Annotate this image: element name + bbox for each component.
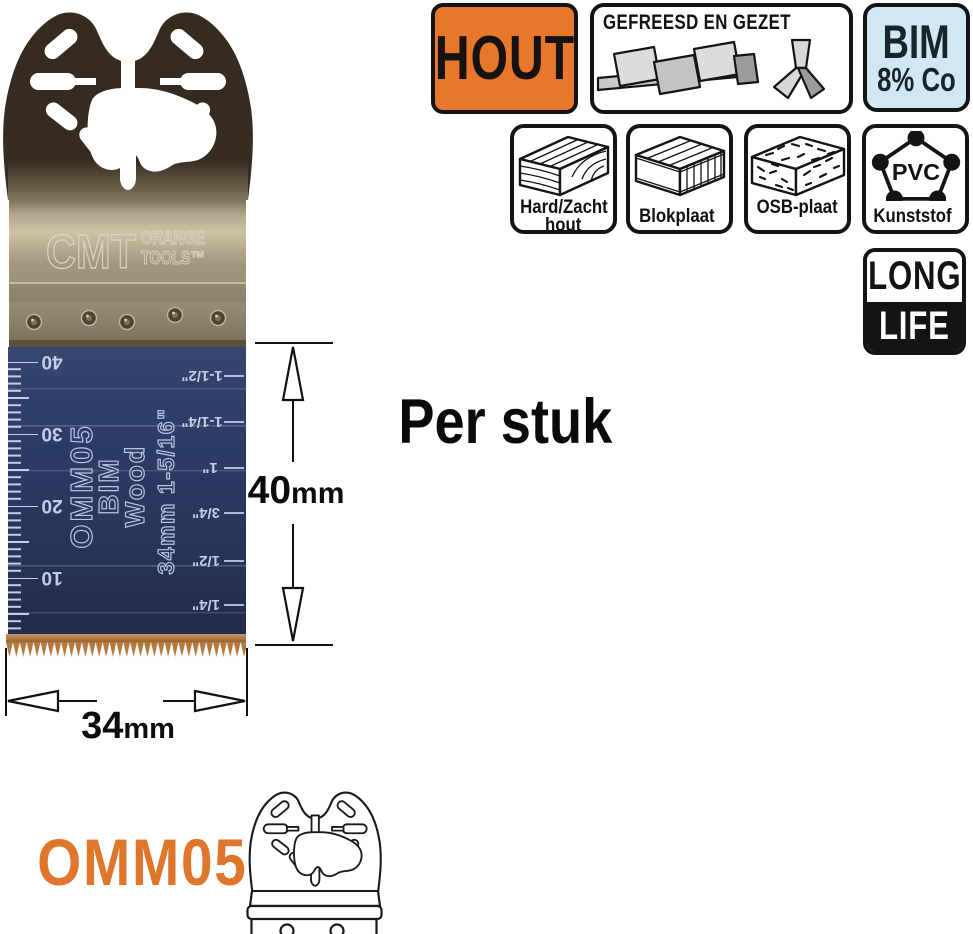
brand-cmt: CMT	[46, 226, 136, 279]
mm-mark-10: 10	[41, 567, 62, 588]
badge-gefreesd-label: GEFREESD EN GEZET	[603, 11, 791, 34]
teeth-edge	[6, 634, 246, 659]
osb-board-icon	[750, 135, 845, 197]
brand-tools: TOOLS™	[141, 248, 205, 268]
inch-mark-3-4: 3/4"	[192, 504, 220, 521]
badge-gefreesd: GEFREESD EN GEZET	[590, 3, 853, 114]
long-life-bottom: LIFE	[867, 301, 962, 351]
etch-application: Wood	[120, 445, 150, 527]
material-label: Hard/Zacht hout	[519, 196, 608, 236]
badge-long-life: LONG LIFE	[863, 248, 966, 355]
per-unit-text: Per stuk	[398, 387, 613, 457]
inch-mark-1-2: 1/2"	[192, 552, 220, 569]
blade-etch-text: OMM05 BIM Wood 34mm 1-5/16"	[63, 407, 179, 575]
etch-size: 34mm 1-5/16"	[153, 408, 179, 575]
inch-mark-1-1-4: 1-1/4"	[181, 413, 222, 430]
etch-model: OMM05	[64, 423, 99, 548]
pvc-pentagon-icon: PVC	[871, 131, 960, 201]
badge-hout-label: HOUT	[434, 24, 575, 93]
material-label: Kunststof	[873, 205, 952, 228]
material-icon-hardwood: Hard/Zacht hout	[510, 124, 617, 236]
badge-bim: BIM 8% Co	[863, 3, 970, 112]
mm-mark-20: 20	[41, 495, 62, 516]
badge-hout: HOUT	[431, 3, 578, 114]
inch-mark-1: 1"	[202, 459, 217, 476]
material-icon-blockboard: Blokplaat	[626, 124, 733, 234]
inch-mark-1-1-2: 1-1/2"	[181, 367, 222, 384]
material-label: OSB-plaat	[756, 196, 839, 218]
height-dimension	[255, 342, 333, 646]
inch-mark-1-4: 1/4"	[192, 596, 220, 613]
brand-orange: ORANGE	[141, 228, 205, 248]
mm-mark-40: 40	[41, 351, 62, 372]
long-life-top: LONG	[867, 252, 962, 302]
blue-blade: 40 30 20 10 1-1/2" 1-1/4" 1" 3/4"	[8, 347, 246, 644]
blockboard-icon	[634, 135, 725, 197]
pvc-text: PVC	[891, 159, 939, 185]
material-icon-pvc: PVC Kunststof	[862, 124, 969, 234]
mount-head	[3, 12, 253, 201]
material-label: Blokplaat	[639, 205, 715, 228]
width-dimension-label: 34mm	[81, 705, 175, 747]
blade-outline-drawing	[246, 791, 383, 934]
material-icon-osb: OSB-plaat	[744, 124, 851, 234]
blade-photo: CMT ORANGE TOOLS™	[3, 12, 345, 747]
rivets	[25, 306, 227, 331]
etch-material: BIM	[93, 457, 124, 514]
product-code-text: OMM05	[37, 825, 248, 899]
brand-etch: CMT ORANGE TOOLS™	[45, 225, 205, 279]
badge-bim-line1: BIM	[882, 14, 951, 68]
mm-ruler: 40 30 20 10	[8, 351, 63, 644]
mm-mark-30: 30	[41, 423, 62, 444]
height-dimension-label: 40mm	[248, 469, 345, 512]
milled-set-teeth-icon	[596, 38, 826, 100]
badge-bim-line2: 8% Co	[877, 60, 956, 98]
solid-wood-icon	[518, 135, 609, 197]
inch-ruler: 1-1/2" 1-1/4" 1" 3/4" 1/2" 1/4"	[181, 367, 244, 613]
width-dimension	[5, 648, 248, 716]
